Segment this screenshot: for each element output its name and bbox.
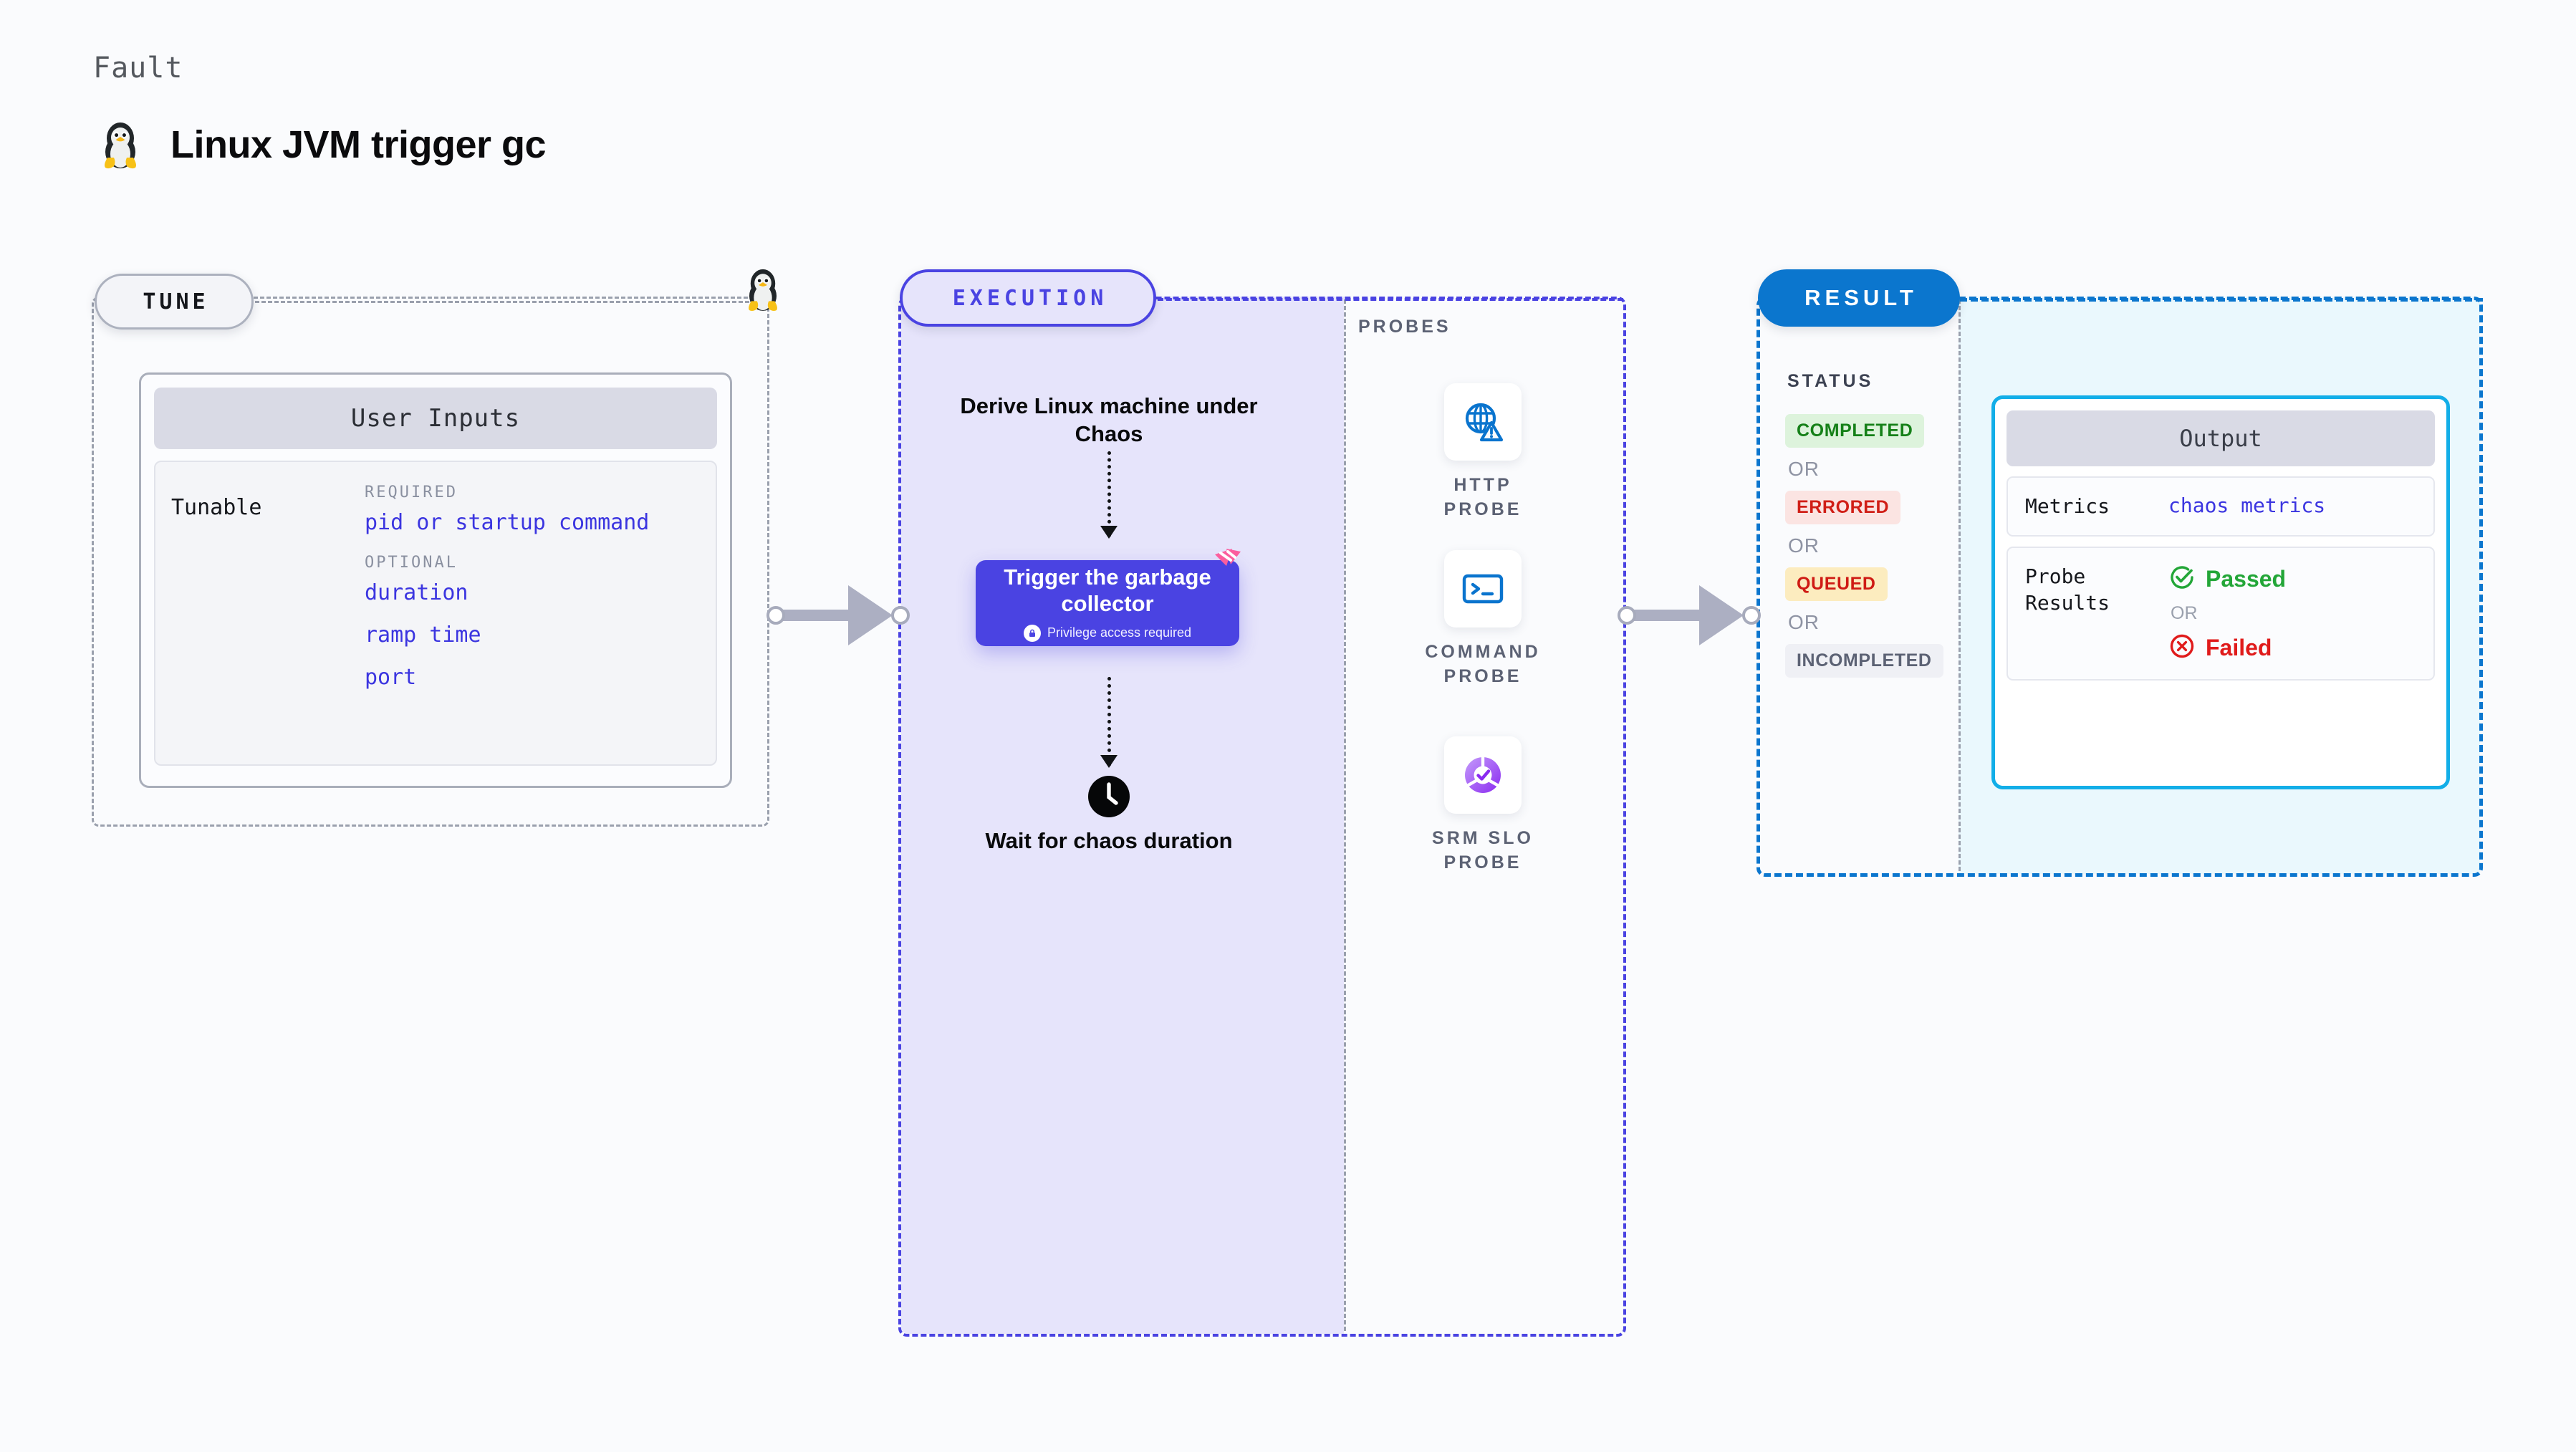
probe-results-key: Probe Results bbox=[2025, 564, 2110, 615]
output-probe-results-row: Probe Results Passed OR bbox=[2007, 547, 2435, 681]
probe-http[interactable]: HTTP PROBE bbox=[1411, 383, 1554, 521]
probe-command-label: COMMAND PROBE bbox=[1425, 642, 1541, 686]
check-circle-icon bbox=[2168, 564, 2196, 595]
probe-http-label: HTTP PROBE bbox=[1443, 475, 1522, 519]
status-badge: QUEUED bbox=[1785, 567, 1888, 601]
terminal-icon bbox=[1444, 550, 1522, 628]
user-inputs-header: User Inputs bbox=[154, 388, 717, 449]
tune-panel bbox=[92, 297, 769, 827]
tunable-label: Tunable bbox=[171, 495, 262, 520]
connector-execution-to-result bbox=[1618, 585, 1761, 645]
probe-result-passed: Passed bbox=[2168, 564, 2286, 595]
execution-badge[interactable]: EXECUTION bbox=[900, 269, 1156, 327]
connector-arrowhead bbox=[1699, 585, 1744, 645]
status-or-label: OR bbox=[1788, 611, 1820, 633]
status-badge: ERRORED bbox=[1785, 491, 1901, 524]
tune-linux-penguin-icon bbox=[742, 265, 784, 317]
probes-divider bbox=[1344, 299, 1346, 1331]
connector-end-dot bbox=[1742, 606, 1761, 625]
trigger-garbage-collector-node[interactable]: Trigger the garbage collector Privilege … bbox=[976, 560, 1239, 646]
optional-group-label: OPTIONAL bbox=[365, 554, 458, 572]
tunable-item[interactable]: ramp time bbox=[365, 622, 481, 648]
privilege-note-text: Privilege access required bbox=[1047, 625, 1192, 640]
output-metrics-row: Metrics chaos metrics bbox=[2007, 476, 2435, 537]
result-badge[interactable]: RESULT bbox=[1758, 269, 1960, 327]
linux-penguin-icon bbox=[97, 118, 143, 171]
status-list: COMPLETED OR ERRORED OR QUEUED OR INCOMP… bbox=[1785, 414, 1950, 678]
user-inputs-card: User Inputs Tunable REQUIRED pid or star… bbox=[139, 372, 732, 788]
trigger-gc-title: Trigger the garbage collector bbox=[1004, 564, 1211, 616]
clock-icon bbox=[1087, 775, 1130, 822]
tune-badge[interactable]: TUNE bbox=[95, 274, 254, 330]
probe-result-failed: Failed bbox=[2168, 633, 2286, 663]
tune-connector-line bbox=[255, 301, 749, 303]
probes-background bbox=[1344, 297, 1623, 1334]
required-group-label: REQUIRED bbox=[365, 484, 458, 501]
step-derive-linux-machine: Derive Linux machine under Chaos bbox=[960, 393, 1258, 446]
x-circle-icon bbox=[2168, 633, 2196, 663]
result-connector-line bbox=[1960, 298, 2483, 302]
connector-start-dot bbox=[766, 606, 785, 625]
tunable-item[interactable]: duration bbox=[365, 580, 468, 605]
status-or-label: OR bbox=[1788, 534, 1820, 557]
execution-background bbox=[901, 297, 1344, 1334]
metrics-key: Metrics bbox=[2025, 494, 2110, 518]
probe-srm-slo-label: SRM SLO PROBE bbox=[1432, 828, 1534, 872]
lock-icon bbox=[1023, 624, 1041, 642]
step-wait-for-chaos-duration: Wait for chaos duration bbox=[985, 828, 1233, 853]
passed-label: Passed bbox=[2206, 566, 2287, 592]
page-kicker: Fault bbox=[93, 52, 183, 85]
output-header: Output bbox=[2007, 410, 2435, 466]
tunable-list: REQUIRED pid or startup command OPTIONAL… bbox=[365, 484, 700, 743]
probe-command[interactable]: COMMAND PROBE bbox=[1411, 550, 1554, 688]
page-title-row: Linux JVM trigger gc bbox=[97, 118, 547, 171]
privilege-note: Privilege access required bbox=[1023, 624, 1192, 642]
status-badge: INCOMPLETED bbox=[1785, 644, 1943, 678]
page-title: Linux JVM trigger gc bbox=[170, 123, 547, 166]
user-inputs-body: Tunable REQUIRED pid or startup command … bbox=[154, 461, 717, 766]
connector-start-dot bbox=[1618, 606, 1636, 625]
chaos-mark-icon bbox=[1211, 543, 1245, 581]
probes-title: PROBES bbox=[1358, 317, 1451, 337]
status-or-label: OR bbox=[1788, 458, 1820, 480]
connector-bar bbox=[1632, 610, 1709, 621]
metrics-value[interactable]: chaos metrics bbox=[2168, 494, 2326, 517]
status-badge: COMPLETED bbox=[1785, 414, 1925, 448]
connector-arrowhead bbox=[848, 585, 893, 645]
globe-warning-icon bbox=[1444, 383, 1522, 461]
result-divider bbox=[1959, 299, 1961, 871]
connector-tune-to-execution bbox=[766, 585, 910, 645]
tunable-item[interactable]: pid or startup command bbox=[365, 510, 650, 535]
connector-bar bbox=[781, 610, 858, 621]
tunable-item[interactable]: port bbox=[365, 665, 417, 690]
slo-donut-check-icon bbox=[1444, 736, 1522, 814]
connector-end-dot bbox=[891, 606, 910, 625]
probe-srm-slo[interactable]: SRM SLO PROBE bbox=[1411, 736, 1554, 875]
failed-label: Failed bbox=[2206, 635, 2272, 661]
probe-result-or-label: OR bbox=[2171, 603, 2198, 624]
status-title: STATUS bbox=[1787, 371, 1874, 391]
probe-results-values: Passed OR Failed bbox=[2168, 564, 2286, 663]
execution-connector-line bbox=[1158, 298, 1623, 301]
output-card: Output Metrics chaos metrics Probe Resul… bbox=[1991, 395, 2450, 789]
